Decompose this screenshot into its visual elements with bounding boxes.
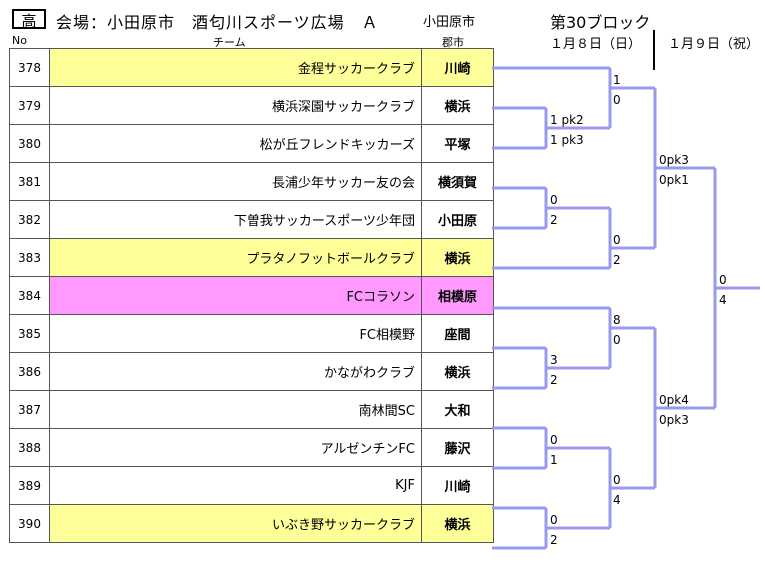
team-number: 378 xyxy=(9,48,50,87)
bracket-r1-387-388 xyxy=(492,426,548,470)
team-city: 川崎 xyxy=(421,48,494,87)
score-r1-381-382-top: 0 xyxy=(550,193,558,207)
team-number: 384 xyxy=(9,276,50,315)
score-r2-d-top: 0 xyxy=(613,473,621,487)
block-title: 第30ブロック xyxy=(550,13,651,32)
score-r3-b-top: 0pk4 xyxy=(659,393,689,407)
score-r3-a-top: 0pk3 xyxy=(659,153,689,167)
score-r1-379-380-bottom: 1 pk3 xyxy=(550,133,584,147)
score-r1-387-388-top: 0 xyxy=(550,433,558,447)
score-r2-b-top: 0 xyxy=(613,233,621,247)
team-name: 金程サッカークラブ xyxy=(49,48,422,87)
venue-title: 会場：小田原市 酒匂川スポーツ広場 Ａ xyxy=(56,13,379,32)
team-city: 横浜 xyxy=(421,504,494,543)
column-header-team: チーム xyxy=(213,36,246,49)
score-r3-a-bottom: 0pk1 xyxy=(659,173,689,187)
day2-label: １月９日（祝） xyxy=(668,37,760,52)
team-name: FCコラソン xyxy=(49,276,422,315)
team-name: かながわクラブ xyxy=(49,352,422,391)
score-r1-379-380-top: 1 pk2 xyxy=(550,113,584,127)
bracket-r1-379-380 xyxy=(492,106,548,150)
score-r2-b-bottom: 2 xyxy=(613,253,621,267)
team-number: 381 xyxy=(9,162,50,201)
bracket-r1-385-386 xyxy=(492,346,548,390)
score-r2-a-top: 1 xyxy=(613,73,621,87)
team-number: 382 xyxy=(9,200,50,239)
column-header-no: No xyxy=(12,34,27,47)
team-city: 相模原 xyxy=(421,276,494,315)
venue-city: 小田原市 xyxy=(423,15,476,30)
column-header-city: 郡市 xyxy=(442,36,464,49)
score-r2-c-top: 8 xyxy=(613,313,621,327)
score-r1-389-390-top: 0 xyxy=(550,513,558,527)
score-r1-385-386-bottom: 2 xyxy=(550,373,558,387)
score-final-bottom: 4 xyxy=(719,293,727,307)
team-city: 横須賀 xyxy=(421,162,494,201)
team-name: プラタノフットボールクラブ xyxy=(49,238,422,277)
team-city: 横浜 xyxy=(421,352,494,391)
bracket-r1-381-382 xyxy=(492,186,548,230)
score-r2-a-bottom: 0 xyxy=(613,93,621,107)
bracket-r2-c xyxy=(492,306,612,370)
team-name: アルゼンチンFC xyxy=(49,428,422,467)
team-number: 385 xyxy=(9,314,50,353)
score-r2-d-bottom: 4 xyxy=(613,493,621,507)
day-separator xyxy=(653,30,655,70)
bracket-r3-b xyxy=(610,326,657,490)
team-name: 横浜深園サッカークラブ xyxy=(49,86,422,125)
bracket-r2-a xyxy=(492,66,612,130)
team-city: 横浜 xyxy=(421,238,494,277)
team-number: 390 xyxy=(9,504,50,543)
grade-label: 高 xyxy=(12,9,46,30)
team-name: 下曽我サッカースポーツ少年団 xyxy=(49,200,422,239)
team-name: KJF xyxy=(49,466,422,505)
score-r1-385-386-top: 3 xyxy=(550,353,558,367)
bracket-r2-b xyxy=(492,206,612,270)
team-number: 389 xyxy=(9,466,50,505)
team-name: 南林間SC xyxy=(49,390,422,429)
bracket-r1-389-390 xyxy=(492,506,548,550)
score-r1-381-382-bottom: 2 xyxy=(550,213,558,227)
day1-label: １月８日（日） xyxy=(550,37,642,52)
team-name: いぶき野サッカークラブ xyxy=(49,504,422,543)
score-final-top: 0 xyxy=(719,273,727,287)
team-city: 大和 xyxy=(421,390,494,429)
bracket-final xyxy=(655,166,760,410)
team-number: 386 xyxy=(9,352,50,391)
team-city: 平塚 xyxy=(421,124,494,163)
team-number: 379 xyxy=(9,86,50,125)
score-r3-b-bottom: 0pk3 xyxy=(659,413,689,427)
score-r1-389-390-bottom: 2 xyxy=(550,533,558,547)
team-number: 388 xyxy=(9,428,50,467)
bracket-r3-a xyxy=(610,86,657,250)
score-r1-387-388-bottom: 1 xyxy=(550,453,558,467)
score-r2-c-bottom: 0 xyxy=(613,333,621,347)
